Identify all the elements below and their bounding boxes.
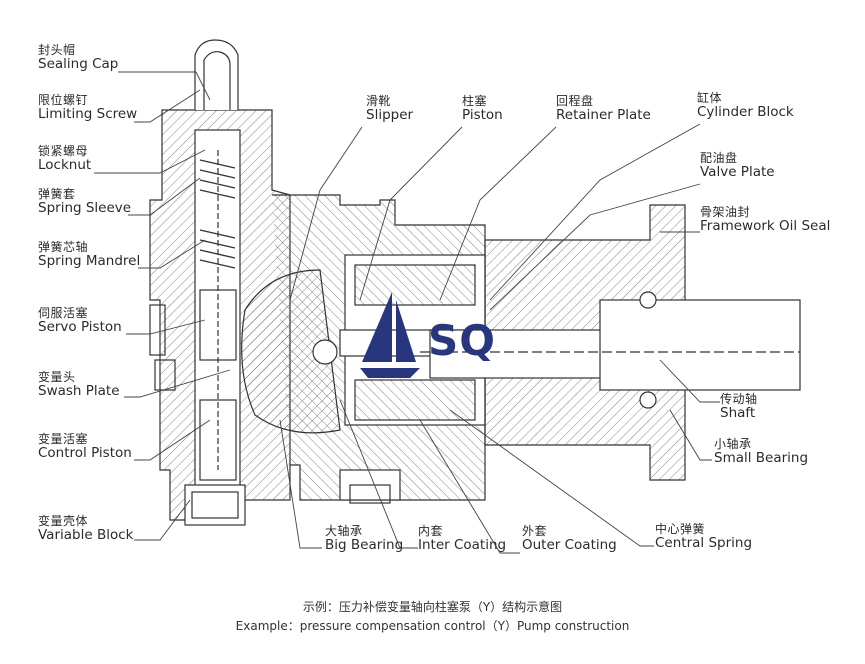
label-zh: 配油盘 <box>700 151 738 165</box>
label-en: Variable Block <box>38 527 134 544</box>
label-retainer-plate: 回程盘 Retainer Plate <box>556 94 651 124</box>
label-en: Locknut <box>38 157 92 174</box>
label-shaft: 传动轴 Shaft <box>720 392 758 422</box>
label-en: Shaft <box>720 405 756 422</box>
label-zh: 弹簧套 <box>38 187 76 201</box>
label-zh: 弹簧芯轴 <box>38 240 89 254</box>
label-en: Servo Piston <box>38 319 122 336</box>
caption-english: Example：pressure compensation control（Y）… <box>235 619 630 633</box>
label-en: Central Spring <box>655 535 753 552</box>
label-zh: 回程盘 <box>556 94 594 108</box>
label-en: Inter Coating <box>418 537 507 554</box>
label-control-piston: 变量活塞 Control Piston <box>38 432 132 462</box>
label-zh: 锁紧螺母 <box>38 144 89 158</box>
label-zh: 外套 <box>522 524 548 538</box>
label-central-spring: 中心弹簧 Central Spring <box>655 522 752 552</box>
label-zh: 变量活塞 <box>38 432 89 446</box>
label-spring-mandrel: 弹簧芯轴 Spring Mandrel <box>38 240 140 270</box>
label-slipper: 滑靴 Slipper <box>366 94 413 124</box>
label-zh: 滑靴 <box>366 94 392 108</box>
label-locknut: 锁紧螺母 Locknut <box>38 144 91 174</box>
label-en: Sealing Cap <box>38 56 119 73</box>
label-en: Slipper <box>366 107 414 124</box>
label-en: Big Bearing <box>325 537 404 554</box>
label-en: Retainer Plate <box>556 107 651 124</box>
label-cylinder-block: 缸体 Cylinder Block <box>697 91 794 121</box>
label-zh: 限位螺钉 <box>38 93 89 107</box>
label-big-bearing: 大轴承 Big Bearing <box>325 524 403 554</box>
label-en: Piston <box>462 107 503 124</box>
label-zh: 骨架油封 <box>700 205 751 219</box>
label-limiting-screw: 限位螺钉 Limiting Screw <box>38 93 137 123</box>
sailboat-logo-icon <box>360 292 420 378</box>
label-en: Spring Mandrel <box>38 253 141 270</box>
label-zh: 柱塞 <box>462 94 488 108</box>
label-piston: 柱塞 Piston <box>462 94 503 124</box>
label-variable-block: 变量壳体 Variable Block <box>38 514 133 544</box>
logo-text: SQ <box>428 316 496 365</box>
label-sealing-cap: 封头帽 Sealing Cap <box>38 43 118 73</box>
label-zh: 中心弹簧 <box>655 522 706 536</box>
label-framework-oil-seal: 骨架油封 Framework Oil Seal <box>700 205 830 235</box>
label-en: Small Bearing <box>714 450 809 467</box>
label-en: Spring Sleeve <box>38 200 132 217</box>
label-en: Outer Coating <box>522 537 617 554</box>
label-zh: 内套 <box>418 524 444 538</box>
label-zh: 大轴承 <box>325 524 363 538</box>
label-outer-coating: 外套 Outer Coating <box>522 524 617 554</box>
label-zh: 传动轴 <box>720 392 758 406</box>
label-spring-sleeve: 弹簧套 Spring Sleeve <box>38 187 131 217</box>
label-en: Valve Plate <box>700 164 775 181</box>
label-en: Swash Plate <box>38 383 120 400</box>
label-en: Framework Oil Seal <box>700 218 831 235</box>
caption-chinese: 示例：压力补偿变量轴向柱塞泵（Y）结构示意图 <box>302 600 563 614</box>
label-valve-plate: 配油盘 Valve Plate <box>700 151 775 181</box>
label-zh: 伺服活塞 <box>38 306 89 320</box>
label-en: Cylinder Block <box>697 104 794 121</box>
label-zh: 变量壳体 <box>38 514 89 528</box>
label-zh: 缸体 <box>697 91 723 105</box>
label-en: Control Piston <box>38 445 132 462</box>
label-servo-piston: 伺服活塞 Servo Piston <box>38 306 122 336</box>
label-en: Limiting Screw <box>38 106 138 123</box>
label-swash-plate: 变量头 Swash Plate <box>38 370 120 400</box>
label-small-bearing: 小轴承 Small Bearing <box>714 437 808 467</box>
label-inter-coating: 内套 Inter Coating <box>418 524 506 554</box>
label-zh: 小轴承 <box>714 437 752 451</box>
label-zh: 封头帽 <box>38 43 76 57</box>
label-zh: 变量头 <box>38 370 76 384</box>
